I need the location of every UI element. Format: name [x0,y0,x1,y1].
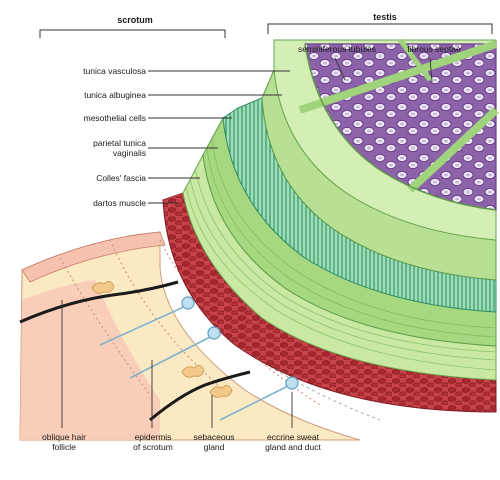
label-parietal-tunica-vaginalis: parietal tunica vaginalis [10,138,146,158]
label-fibrous-septae: fibrous septae [392,44,476,54]
sweat-gland [286,377,298,389]
label-tunica-albuginea: tunica albuginea [10,90,146,100]
label-tunica-vasculosa: tunica vasculosa [10,66,146,76]
sweat-gland [208,327,220,339]
label-oblique-hair-follicle: oblique hair follicle [28,432,100,452]
label-colles-fascia: Colles' fascia [10,173,146,183]
label-mesothelial-cells: mesothelial cells [10,113,146,123]
scrotum-bracket [40,30,225,38]
sweat-gland [182,297,194,309]
testis-header: testis [355,12,415,22]
label-dartos-muscle: dartos muscle [10,198,146,208]
label-sebaceous-gland: sebaceous gland [188,432,240,452]
label-eccrine-sweat-gland: eccrine sweat gland and duct [252,432,334,452]
label-seminiferous-tubules: seminiferous tubules [282,44,392,54]
label-epidermis-of-scrotum: epidermis of scrotum [118,432,188,452]
scrotum-header: scrotum [105,15,165,25]
testis-bracket [268,24,492,34]
